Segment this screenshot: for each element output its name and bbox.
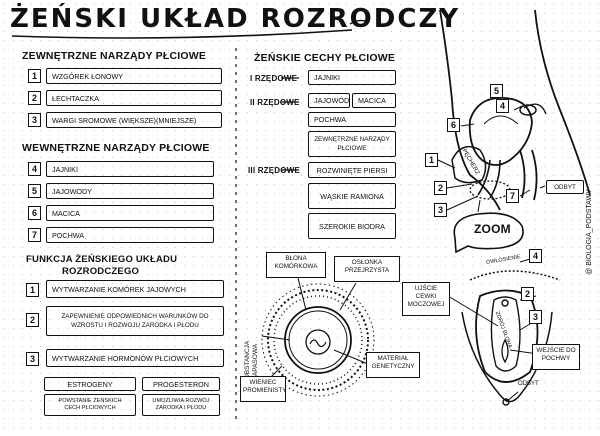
- internal-item-uterus: MACICA: [46, 205, 214, 221]
- first-order-ovaries: JAJNIKI: [308, 70, 396, 85]
- watermark-handle: @ biologia_podstawy: [586, 189, 593, 275]
- functions-heading-line2: ROZRODCZEGO: [62, 266, 140, 277]
- functions-heading-line1: FUNKCJA ŻEŃSKIEGO UKŁADU: [26, 254, 178, 265]
- second-order-uterus: MACICA: [352, 93, 396, 108]
- anatomy-num-5: 5: [490, 84, 503, 98]
- internal-organs-heading: WEWNĘTRZNE NARZĄDY PŁCIOWE: [22, 142, 210, 154]
- external-item-clitoris: ŁECHTACZKA: [46, 90, 222, 106]
- hormone-progesterone: PROGESTERON: [142, 377, 220, 391]
- second-order-vagina: POCHWA: [308, 112, 396, 127]
- external-item-mons: WZGÓREK ŁONOWY: [46, 68, 222, 84]
- internal-num-7: 7: [28, 228, 41, 242]
- anatomy-num-6: 6: [447, 118, 460, 132]
- third-order-hips: SZEROKIE BIODRA: [308, 213, 396, 239]
- external-num-3: 3: [28, 113, 41, 127]
- function-num-2: 2: [26, 313, 39, 327]
- internal-item-vagina: POCHWA: [46, 227, 214, 243]
- function-num-3: 3: [26, 352, 39, 366]
- external-organs-heading: ZEWNĘTRZNE NARZĄDY PŁCIOWE: [22, 50, 207, 62]
- estrogens-description: POWSTANIE ŻEŃSKICH CECH PŁCIOWYCH: [44, 394, 136, 416]
- external-anatomy-num-3: 3: [529, 310, 542, 324]
- anatomy-num-3: 3: [434, 203, 447, 217]
- label-zona-pellucida: OSŁONKA PRZEJRZYSTA: [334, 256, 400, 282]
- second-order-external: ZEWNĘTRZNE NARZĄDY PŁCIOWE: [308, 131, 396, 157]
- function-embryo-conditions: ZAPEWNIENIE ODPOWIEDNICH WARUNKÓW DO WZR…: [46, 306, 224, 336]
- internal-num-5: 5: [28, 184, 41, 198]
- sex-traits-heading: ŻEŃSKIE CECHY PŁCIOWE: [254, 52, 396, 64]
- anatomy-num-1: 1: [425, 153, 438, 167]
- third-order-shoulders: WĄSKIE RAMIONA: [308, 183, 396, 209]
- second-order-label: II RZĘDOWE: [250, 98, 300, 107]
- external-num-1: 1: [28, 69, 41, 83]
- anatomy-num-7: 7: [506, 189, 519, 203]
- label-urethra-opening: UJŚCIE CEWKI MOCZOWEJ: [402, 282, 450, 316]
- internal-item-ovaries: JAJNIKI: [46, 161, 214, 177]
- label-corona-radiata: WIENIEC PROMIENISTY: [240, 376, 286, 402]
- third-order-label: III RZĘDOWE: [248, 166, 300, 175]
- label-vaginal-opening: WEJŚCIE DO POCHWY: [532, 344, 580, 370]
- page-title: ŻEŃSKI UKŁAD ROZRODCZY: [10, 4, 461, 34]
- first-order-label: I RZĘDOWE: [250, 74, 298, 83]
- third-order-breasts: ROZWINIĘTE PIERSI: [308, 162, 396, 178]
- internal-anatomy-drawing: [437, 9, 591, 254]
- title-underline: [11, 29, 353, 39]
- anatomy-num-2: 2: [434, 181, 447, 195]
- label-cell-membrane: BŁONA KOMÓRKOWA: [266, 252, 326, 278]
- egg-cell-drawing: [261, 277, 375, 397]
- internal-num-4: 4: [28, 162, 41, 176]
- external-item-labia: WARGI SROMOWE (WIĘKSZE)(MNIEJSZE): [46, 112, 222, 128]
- label-anus-bottom: ODBYT: [518, 381, 539, 387]
- label-genetic-material: MATERIAŁ GENETYCZNY: [366, 352, 420, 378]
- label-anus-top: ODBYT: [546, 180, 584, 194]
- internal-item-tubes: JAJOWODY: [46, 183, 214, 199]
- zoom-label: ZOOM: [474, 222, 511, 236]
- function-egg-production: WYTWARZANIE KOMÓREK JAJOWYCH: [46, 280, 224, 298]
- second-order-tube: JAJOWÓD: [308, 93, 350, 108]
- function-hormones: WYTWARZANIE HORMONÓW PŁCIOWYCH: [46, 349, 224, 367]
- function-num-1: 1: [26, 283, 39, 297]
- internal-num-6: 6: [28, 206, 41, 220]
- external-num-2: 2: [28, 91, 41, 105]
- anatomy-num-4: 4: [496, 99, 509, 113]
- hormone-estrogens: ESTROGENY: [44, 377, 136, 391]
- external-anatomy-num-2: 2: [521, 287, 534, 301]
- external-anatomy-num-4: 4: [529, 249, 542, 263]
- progesterone-description: UMOŻLIWIA ROZWÓJ ZARODKA I PŁODU: [142, 394, 220, 416]
